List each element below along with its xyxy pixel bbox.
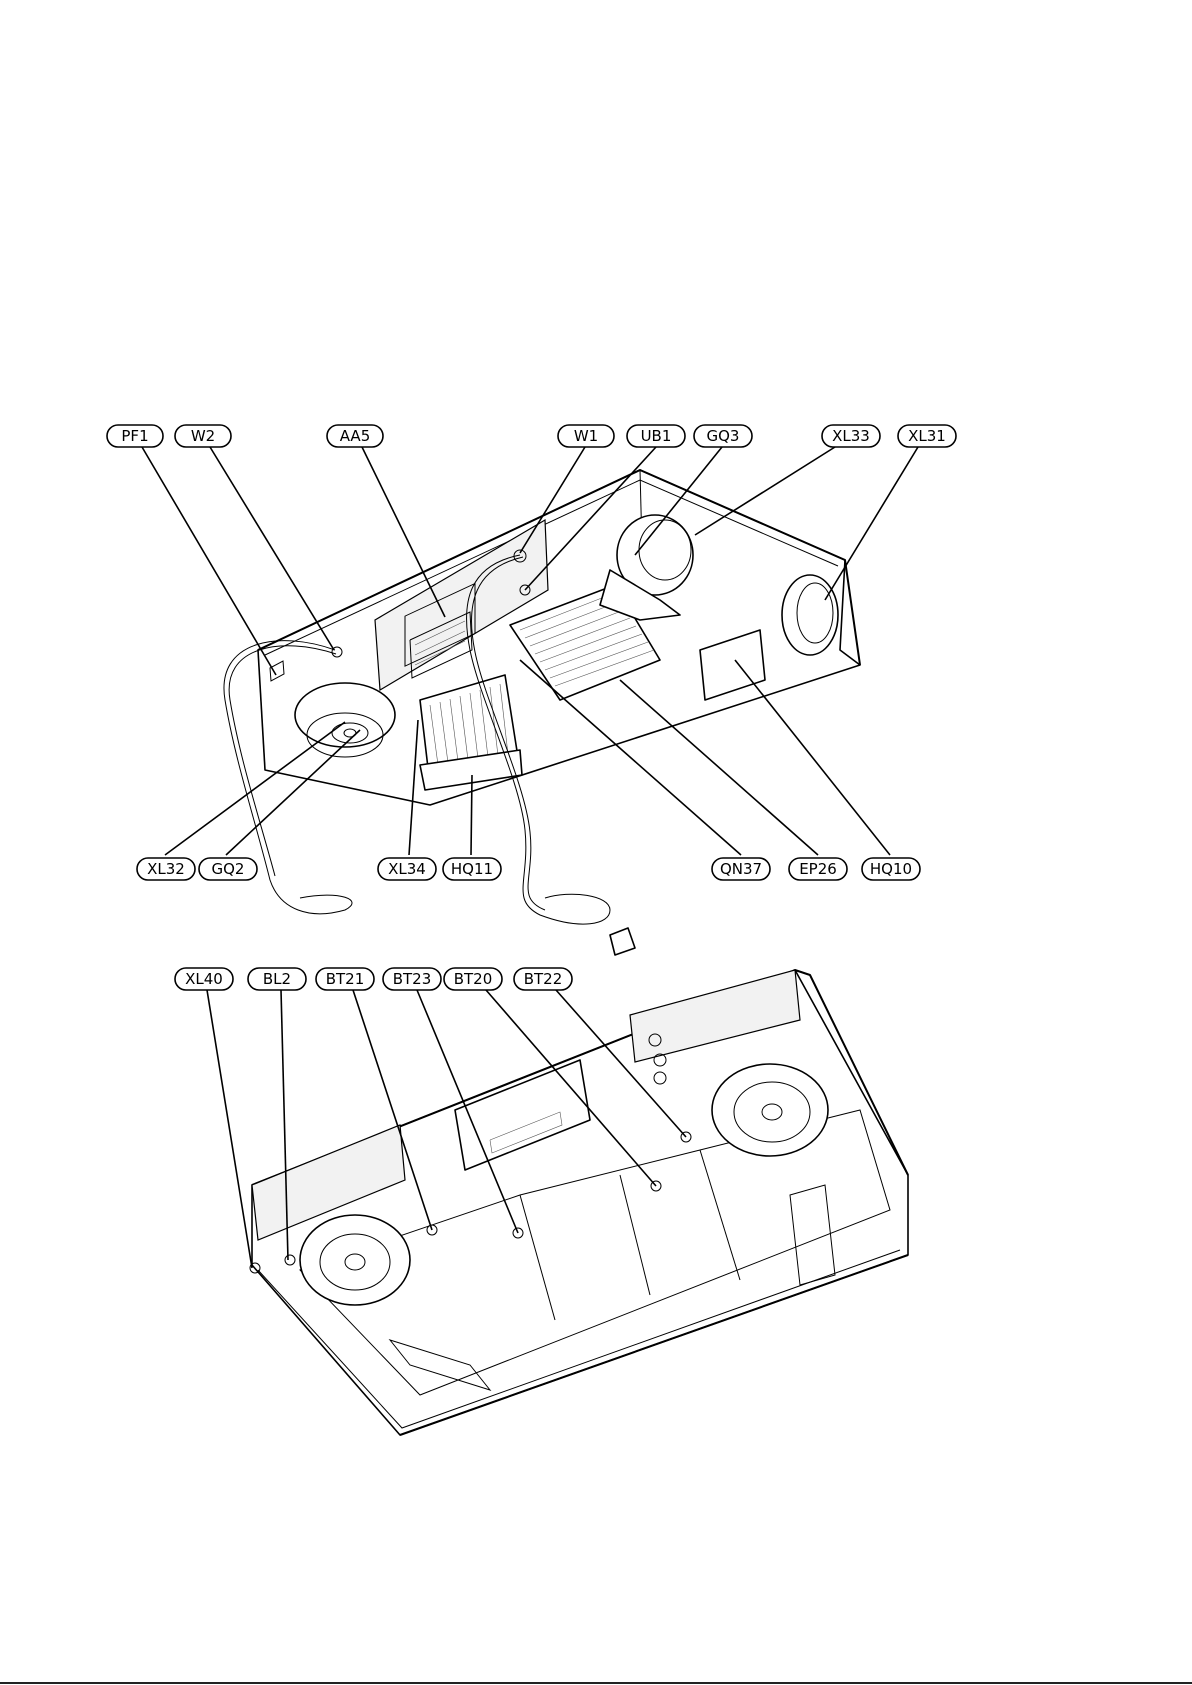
callout-bl2: BL2 <box>248 968 306 990</box>
callout-qn37: QN37 <box>712 858 770 880</box>
callout-bt20: BT20 <box>444 968 502 990</box>
svg-text:W1: W1 <box>574 427 598 445</box>
callout-gq2: GQ2 <box>199 858 257 880</box>
callout-hq11: HQ11 <box>443 858 501 880</box>
callout-bt22: BT22 <box>514 968 572 990</box>
callout-xl31: XL31 <box>898 425 956 447</box>
callout-hq10: HQ10 <box>862 858 920 880</box>
callout-gq3: GQ3 <box>694 425 752 447</box>
svg-text:AA5: AA5 <box>340 427 370 445</box>
svg-text:BT22: BT22 <box>524 970 563 988</box>
upper-unit-drawing <box>224 470 860 955</box>
callout-bt23: BT23 <box>383 968 441 990</box>
svg-text:XL32: XL32 <box>147 860 185 878</box>
svg-text:BT23: BT23 <box>393 970 432 988</box>
svg-text:BT21: BT21 <box>326 970 365 988</box>
svg-text:QN37: QN37 <box>720 860 762 878</box>
svg-text:W2: W2 <box>191 427 215 445</box>
svg-text:XL31: XL31 <box>908 427 946 445</box>
svg-text:PF1: PF1 <box>121 427 148 445</box>
svg-text:HQ10: HQ10 <box>870 860 912 878</box>
callout-xl33: XL33 <box>822 425 880 447</box>
svg-text:UB1: UB1 <box>641 427 672 445</box>
svg-text:GQ3: GQ3 <box>707 427 740 445</box>
callout-bt21: BT21 <box>316 968 374 990</box>
callout-xl40: XL40 <box>175 968 233 990</box>
svg-text:BT20: BT20 <box>454 970 493 988</box>
callout-pf1: PF1 <box>107 425 163 447</box>
svg-text:XL33: XL33 <box>832 427 870 445</box>
svg-text:HQ11: HQ11 <box>451 860 493 878</box>
callout-ub1: UB1 <box>627 425 685 447</box>
callout-ep26: EP26 <box>789 858 847 880</box>
svg-text:GQ2: GQ2 <box>212 860 245 878</box>
callout-w1: W1 <box>558 425 614 447</box>
callout-w2: W2 <box>175 425 231 447</box>
callout-xl32: XL32 <box>137 858 195 880</box>
lower-unit-drawing <box>250 970 908 1435</box>
callout-aa5: AA5 <box>327 425 383 447</box>
callout-xl34: XL34 <box>378 858 436 880</box>
svg-text:EP26: EP26 <box>799 860 837 878</box>
svg-text:XL40: XL40 <box>185 970 223 988</box>
svg-text:BL2: BL2 <box>263 970 291 988</box>
footer-rule <box>0 1682 1192 1684</box>
svg-text:XL34: XL34 <box>388 860 426 878</box>
